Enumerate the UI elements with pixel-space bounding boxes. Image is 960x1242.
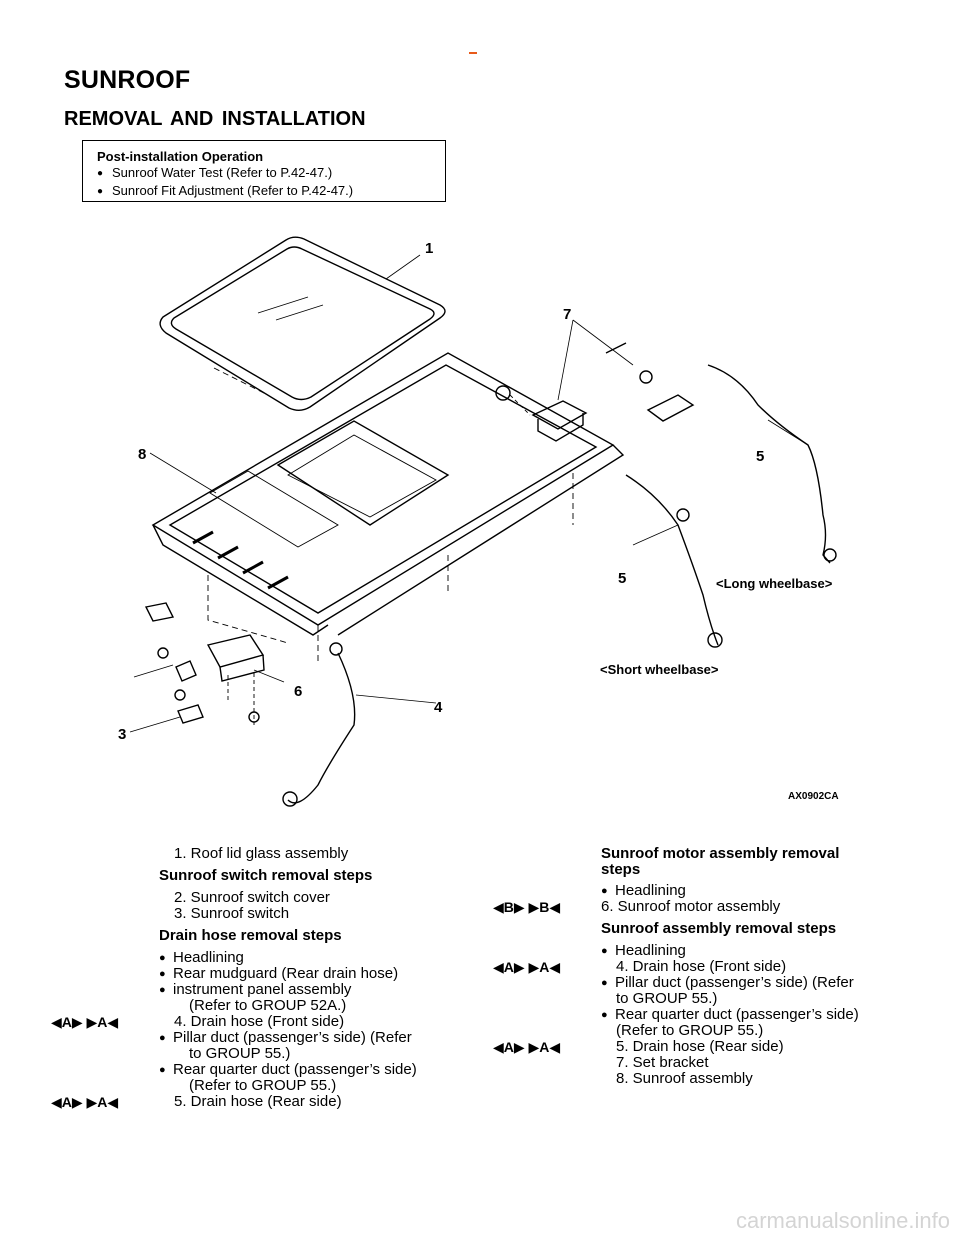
step-item: 8. Sunroof assembly: [616, 1070, 753, 1087]
step-heading: Sunroof switch removal steps: [159, 867, 373, 884]
step-item: 3. Sunroof switch: [174, 905, 290, 922]
drain-hose-drawing: [625, 364, 837, 648]
post-installation-item: Sunroof Water Test (Refer to P.42-47.): [97, 165, 445, 183]
step-bullet: Pillar duct (passenger’s side) (Refer: [159, 1030, 412, 1047]
callout-7: 7: [563, 306, 571, 323]
short-wheelbase-label: <Short wheelbase>: [600, 662, 719, 677]
step-item: 2. Sunroof switch cover: [174, 889, 330, 906]
step-bullet: Headlining: [159, 950, 244, 967]
sunroof-frame-drawing: [151, 352, 625, 663]
step-heading: steps: [601, 861, 641, 878]
step-bullet: instrument panel assembly: [159, 982, 351, 999]
section-title: REMOVAL AND INSTALLATION: [64, 108, 366, 130]
step-bullet: Pillar duct (passenger’s side) (Refer: [601, 975, 854, 992]
step-bullet: Rear quarter duct (passenger’s side): [601, 1007, 859, 1024]
roof-lid-glass-drawing: [159, 236, 446, 411]
figure-code: AX0902CA: [788, 791, 839, 802]
step-ref: (Refer to GROUP 55.): [189, 1077, 337, 1094]
watermark: carmanualsonline.info: [735, 1208, 950, 1233]
step-item: 1. Roof lid glass assembly: [174, 845, 349, 862]
post-installation-item: Sunroof Fit Adjustment (Refer to P.42-47…: [97, 183, 445, 201]
post-installation-box: Post-installation Operation Sunroof Wate…: [82, 140, 446, 202]
callout-8: 8: [138, 446, 146, 463]
step-item: 4. Drain hose (Front side): [616, 958, 787, 975]
sunroof-exploded-diagram: 1 7 8 5 5 2 6 4 3 <Long wheelbase> <Shor…: [118, 236, 839, 807]
callout-5-short: 5: [618, 570, 626, 587]
service-marker: ◀A▶ ▶A◀: [493, 1039, 561, 1055]
callout-3: 3: [118, 726, 126, 743]
step-ref: to GROUP 55.): [189, 1045, 291, 1062]
service-marker: ◀A▶ ▶A◀: [51, 1094, 119, 1110]
step-item: 4. Drain hose (Front side): [174, 1013, 345, 1030]
set-bracket-drawing: [495, 342, 695, 442]
front-drain-hose-drawing: [282, 642, 356, 807]
sunroof-motor-drawing: [206, 634, 265, 725]
callout-4: 4: [434, 699, 443, 716]
step-bullet: Rear mudguard (Rear drain hose): [159, 966, 398, 983]
step-item: 7. Set bracket: [616, 1054, 709, 1071]
callout-6: 6: [294, 683, 302, 700]
service-marker: ◀A▶ ▶A◀: [493, 959, 561, 975]
callout-5-long: 5: [756, 448, 764, 465]
post-installation-title: Post-installation Operation: [97, 149, 264, 164]
callout-numbers: 1 7 8 5 5 2 6 4 3: [118, 240, 764, 743]
step-item: 5. Drain hose (Rear side): [616, 1038, 784, 1055]
step-item: 6. Sunroof motor assembly: [601, 898, 781, 915]
step-ref: (Refer to GROUP 52A.): [189, 997, 347, 1014]
switch-drawing: [144, 602, 204, 724]
step-heading: Sunroof motor assembly removal: [601, 845, 840, 862]
step-bullet: Rear quarter duct (passenger’s side): [159, 1062, 417, 1079]
step-bullet: Headlining: [601, 883, 686, 900]
step-item: 5. Drain hose (Rear side): [174, 1093, 342, 1110]
step-bullet: Headlining: [601, 943, 686, 960]
callout-1: 1: [425, 240, 433, 257]
top-decoration: [469, 52, 477, 54]
step-ref: (Refer to GROUP 55.): [616, 1022, 764, 1039]
page-title: SUNROOF: [64, 66, 191, 94]
service-marker: ◀B▶ ▶B◀: [493, 899, 561, 915]
step-heading: Drain hose removal steps: [159, 927, 342, 944]
step-heading: Sunroof assembly removal steps: [601, 920, 837, 937]
callout-leaders: [129, 254, 809, 733]
step-ref: to GROUP 55.): [616, 990, 718, 1007]
service-marker: ◀A▶ ▶A◀: [51, 1014, 119, 1030]
long-wheelbase-label: <Long wheelbase>: [716, 576, 833, 591]
